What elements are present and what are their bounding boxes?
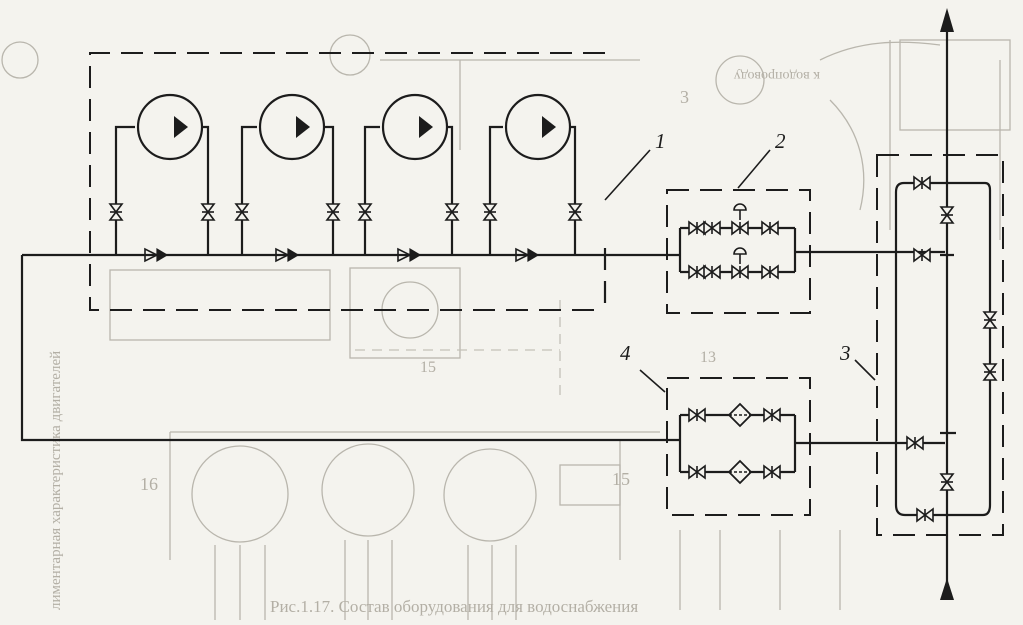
pump-icon	[258, 93, 326, 161]
callout-label-2: 2	[775, 129, 786, 153]
control-valve-icon	[731, 265, 749, 279]
ghost-number: 16	[140, 474, 158, 494]
gate-valve-icon	[326, 203, 340, 221]
gate-valve-icon	[109, 203, 123, 221]
ghost-side-text: лиментарная характеристика двигателей	[48, 351, 64, 610]
gate-valve-icon	[761, 221, 779, 235]
gate-valve-icon	[940, 473, 954, 491]
filter-unit-4	[666, 377, 945, 516]
filter-icon	[728, 403, 752, 427]
callout-label-3: 3	[839, 341, 851, 365]
pump-icon	[381, 93, 449, 161]
gate-valve-icon	[703, 265, 721, 279]
gate-valve-icon	[201, 203, 215, 221]
callouts: 1 2 3 4	[604, 129, 876, 393]
gate-valve-icon	[761, 265, 779, 279]
ghost-number: 13	[700, 349, 716, 366]
gate-valve-icon	[983, 363, 997, 381]
ghost-caption: Рис.1.17. Состав оборудования для водосн…	[270, 597, 638, 616]
callout-label-4: 4	[620, 341, 631, 365]
gate-valve-icon	[763, 465, 781, 479]
return-pipe	[20, 255, 680, 442]
gate-valve-icon	[913, 248, 931, 262]
gate-valve-icon	[358, 203, 372, 221]
group-2-boundary	[666, 189, 811, 314]
gate-valve-icon	[688, 465, 706, 479]
valve-unit-2	[666, 189, 945, 314]
gate-valve-icon	[763, 408, 781, 422]
bleed-through-background: 16 15 15 13 3 к водопроводу Рис.1.17. Со…	[1, 34, 1011, 620]
gate-valve-icon	[235, 203, 249, 221]
group-4-boundary	[666, 377, 811, 516]
pump-group-1	[89, 52, 607, 311]
gate-valve-icon	[906, 436, 924, 450]
gate-valve-icon	[703, 221, 721, 235]
callout-label-1: 1	[655, 129, 666, 153]
actuator-icon	[733, 203, 747, 221]
control-valve-icon	[731, 221, 749, 235]
gate-valve-icon	[916, 508, 934, 522]
ghost-top-text: к водопроводу	[734, 68, 820, 83]
filter-icon	[728, 460, 752, 484]
ghost-number: 15	[420, 359, 436, 376]
pump-icon	[136, 93, 204, 161]
gate-valve-icon	[568, 203, 582, 221]
gate-valve-icon	[913, 176, 931, 190]
flow-arrow-icon	[940, 578, 954, 600]
group-1-boundary	[89, 52, 605, 311]
gate-valve-icon	[983, 311, 997, 329]
gate-valve-icon	[688, 408, 706, 422]
bypass-unit-3	[876, 8, 1004, 600]
actuator-icon	[733, 247, 747, 265]
ghost-number: 15	[612, 469, 630, 489]
pump-icon	[504, 93, 572, 161]
flow-arrow-icon	[940, 8, 954, 32]
group-3-boundary	[876, 154, 1004, 536]
gate-valve-icon	[483, 203, 497, 221]
gate-valve-icon	[445, 203, 459, 221]
gate-valve-icon	[688, 221, 706, 235]
ghost-number: 3	[680, 87, 689, 107]
gate-valve-icon	[688, 265, 706, 279]
gate-valve-icon	[940, 206, 954, 224]
